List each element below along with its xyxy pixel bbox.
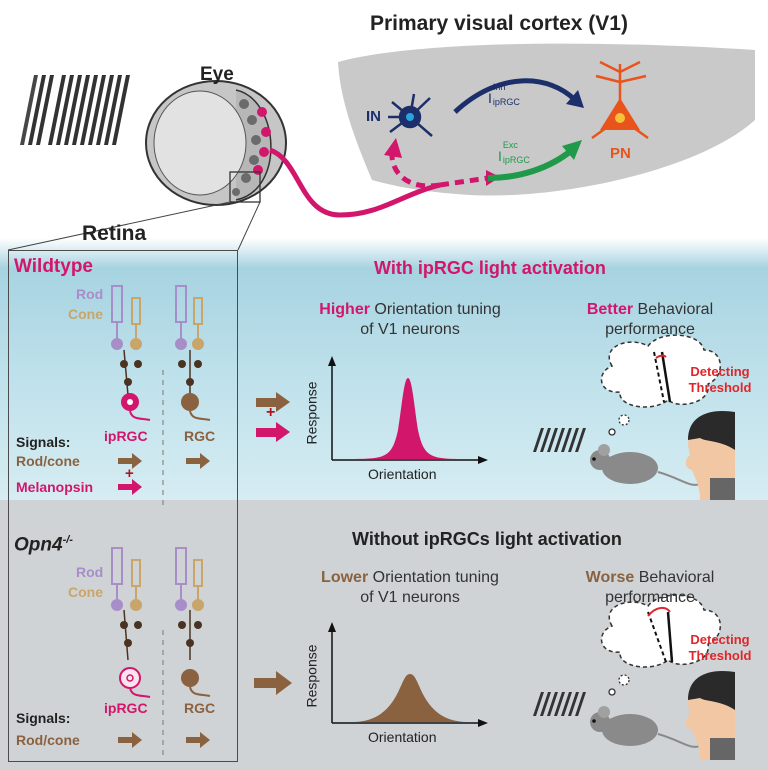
ko-detect1: Detecting <box>690 632 750 647</box>
dashed-arrow-to-in <box>389 149 441 189</box>
optic-nerve <box>268 147 441 218</box>
cortex-title: Primary visual cortex (V1) <box>370 12 628 35</box>
ko-rodcone-label: Rod/cone <box>16 732 80 748</box>
ko-behav-line2: performance <box>605 589 695 606</box>
inh-arrow <box>453 78 577 114</box>
ko-tuning-text: Lower Orientation tuning of V1 neurons <box>300 568 520 608</box>
wt-tuning-line2: of V1 neurons <box>360 321 460 338</box>
pyramidal-neuron-icon <box>591 60 649 140</box>
ko-y-axis-label: Response <box>303 644 320 708</box>
pn-label: PN <box>610 145 631 162</box>
dashed-arrow-to-pn <box>439 175 489 188</box>
cortex-shape <box>338 43 755 196</box>
ko-iprgc-label: ipRGC <box>104 700 148 716</box>
ko-detect-label: Detecting Threshold <box>680 632 760 664</box>
ko-tuning-emph: Lower <box>321 569 369 586</box>
ko-title: Opn4-/- <box>14 534 73 556</box>
wt-y-axis-label: Response <box>303 381 320 445</box>
wt-iprgc-label: ipRGC <box>104 428 148 444</box>
exc-sub: ipRGC <box>502 155 530 165</box>
exc-main: I <box>498 148 502 164</box>
wt-cone-label: Cone <box>68 306 103 322</box>
wt-response-plot <box>328 356 488 464</box>
wt-rgc-label: RGC <box>184 428 216 444</box>
wt-melanopsin-label: Melanopsin <box>16 479 94 495</box>
ko-human-head-icon <box>685 670 735 760</box>
ko-grating-icon <box>533 692 586 716</box>
exc-sup: Exc <box>502 140 518 150</box>
ko-title-main: Opn4 <box>14 534 63 556</box>
ko-signal-arrows <box>118 671 292 748</box>
ko-x-axis-label: Orientation <box>368 729 437 745</box>
retina-label: Retina <box>82 222 147 245</box>
ko-heading: Without ipRGCs light activation <box>352 529 622 549</box>
wt-heading: With ipRGC light activation <box>374 258 606 278</box>
wt-tuning-text: Higher Orientation tuning of V1 neurons <box>300 300 520 340</box>
ko-tuning-line2: of V1 neurons <box>360 589 460 606</box>
ko-mouse-icon <box>590 706 701 748</box>
ko-detect2: Threshold <box>688 648 752 663</box>
retina-box <box>8 250 238 762</box>
wt-behav-rest: Behavioral <box>637 301 714 318</box>
ko-behavior-text: Worse Behavioral performance <box>560 568 740 608</box>
ko-behav-emph: Worse <box>585 569 635 586</box>
wt-title: Wildtype <box>14 256 93 277</box>
in-label: IN <box>366 108 381 125</box>
ko-tuning-rest: Orientation tuning <box>372 569 499 586</box>
wt-signal-arrows <box>118 392 290 495</box>
wt-thought-bubble <box>600 334 722 436</box>
ko-tuning-curve <box>352 674 468 722</box>
interneuron-icon <box>388 93 433 137</box>
wt-tuning-rest: Orientation tuning <box>374 301 501 318</box>
exc-arrow <box>487 147 574 181</box>
inh-sup: Inh <box>492 82 506 92</box>
wt-x-axis-label: Orientation <box>368 466 437 482</box>
wt-tuning-emph: Higher <box>319 301 370 318</box>
ko-cone-label: Cone <box>68 584 103 600</box>
ko-title-sup: -/- <box>62 534 73 546</box>
ko-rod-label: Rod <box>76 564 104 580</box>
eye-illustration <box>145 80 287 206</box>
inh-main: I <box>488 90 492 106</box>
wt-behav-line2: performance <box>605 321 695 338</box>
grating-stimulus <box>20 75 130 145</box>
wt-rodcone-label: Rod/cone <box>16 453 80 469</box>
wt-behav-emph: Better <box>586 301 634 318</box>
ko-thought-bubble <box>600 594 722 696</box>
wt-signals-label: Signals: <box>16 434 71 450</box>
wt-retina-cells <box>111 285 211 505</box>
wt-rod-label: Rod <box>76 286 104 302</box>
wt-human-head-icon <box>685 410 735 500</box>
inh-current-label: I Inh ipRGC <box>488 82 520 107</box>
wt-detect-label: Detecting Threshold <box>680 364 760 396</box>
wt-tuning-curve <box>350 378 466 459</box>
wt-plus-large: + <box>266 404 276 421</box>
ko-retina-cells <box>111 547 211 755</box>
wt-grating-icon <box>533 428 586 452</box>
eye-label: Eye <box>200 64 234 85</box>
ko-signals-label: Signals: <box>16 710 71 726</box>
ko-rgc-label: RGC <box>184 700 216 716</box>
ko-behav-rest: Behavioral <box>638 569 715 586</box>
wt-plus-small: + <box>125 465 134 482</box>
wt-detect1: Detecting <box>690 364 750 379</box>
ko-response-plot <box>328 622 488 727</box>
wt-detect2: Threshold <box>688 380 752 395</box>
top-illustration <box>20 43 755 218</box>
wt-mouse-icon <box>590 444 701 486</box>
exc-current-label: I Exc ipRGC <box>498 140 530 165</box>
inh-sub: ipRGC <box>492 97 520 107</box>
wt-behavior-text: Better Behavioral performance <box>560 300 740 340</box>
